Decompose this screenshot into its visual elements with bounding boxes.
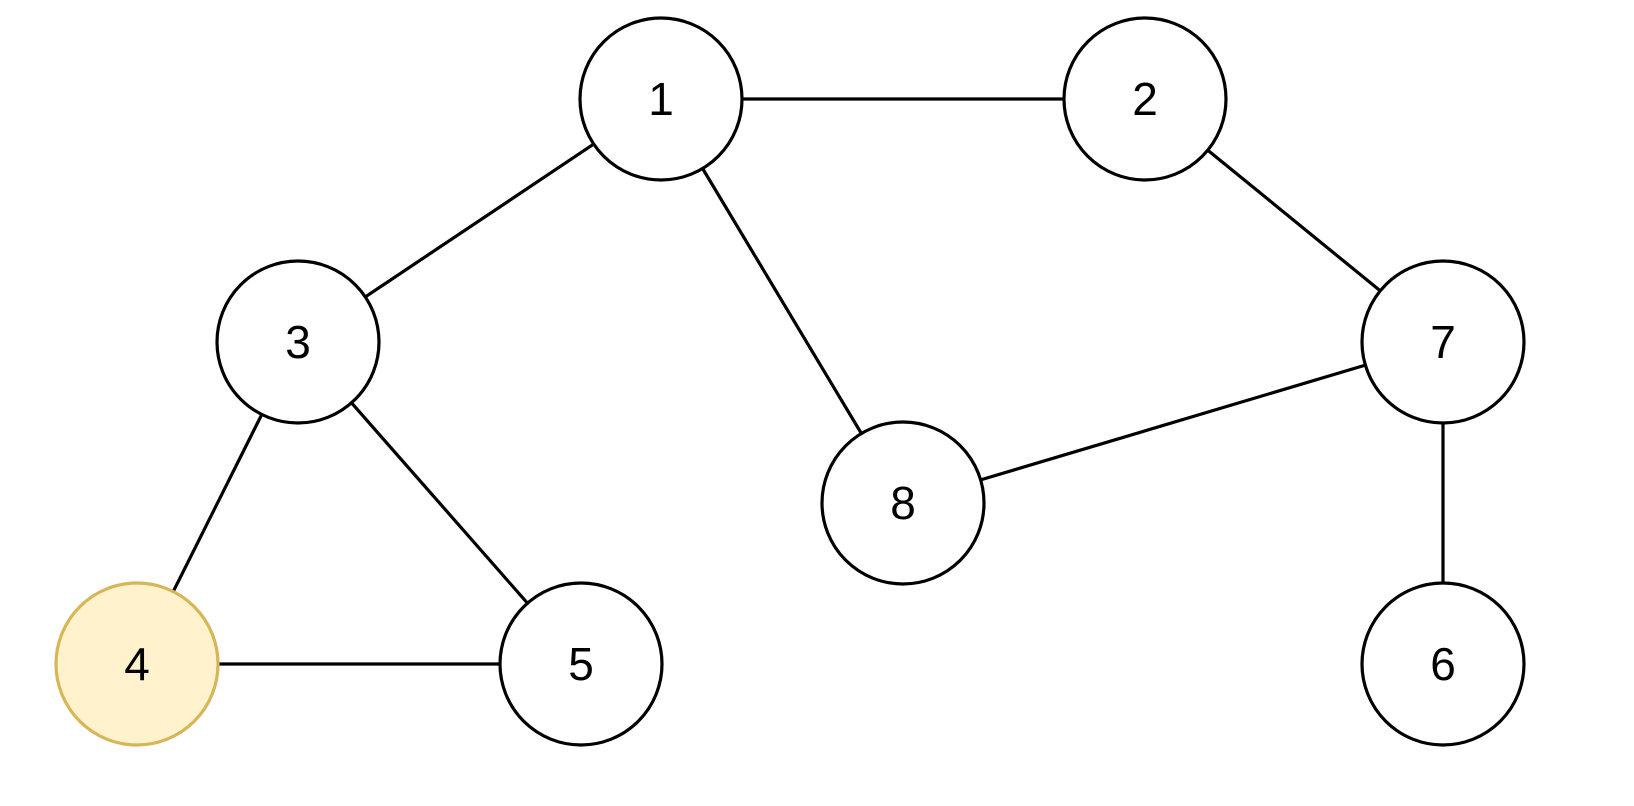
edge-3-5 [350,401,529,605]
node-6-circle[interactable] [1360,581,1526,747]
node-3[interactable]: 3 [215,259,381,425]
node-6-label: 6 [1430,638,1456,690]
node-8-label: 8 [890,477,916,529]
node-2-label: 2 [1132,73,1158,125]
node-7-circle[interactable] [1360,259,1526,425]
node-5-circle[interactable] [498,581,664,747]
edge-1-3 [364,142,595,299]
node-3-circle[interactable] [215,259,381,425]
edges-layer [171,97,1445,666]
node-8[interactable]: 8 [820,420,986,586]
nodes-layer: 1 2 3 4 5 6 7 8 [54,16,1526,747]
node-8-circle[interactable] [820,420,986,586]
edge-2-7 [1206,148,1382,293]
node-4-label: 4 [124,638,150,690]
node-2[interactable]: 2 [1062,16,1228,182]
edge-3-4 [171,413,264,593]
node-5[interactable]: 5 [498,581,664,747]
node-7-label: 7 [1430,316,1456,368]
node-3-label: 3 [285,316,311,368]
node-1[interactable]: 1 [578,16,744,182]
edge-7-8 [980,363,1366,482]
node-4[interactable]: 4 [54,581,220,747]
node-2-circle[interactable] [1062,16,1228,182]
node-1-circle[interactable] [578,16,744,182]
edge-1-8 [701,167,863,435]
node-7[interactable]: 7 [1360,259,1526,425]
node-1-label: 1 [648,73,674,125]
node-5-label: 5 [568,638,594,690]
node-6[interactable]: 6 [1360,581,1526,747]
node-4-circle[interactable] [54,581,220,747]
